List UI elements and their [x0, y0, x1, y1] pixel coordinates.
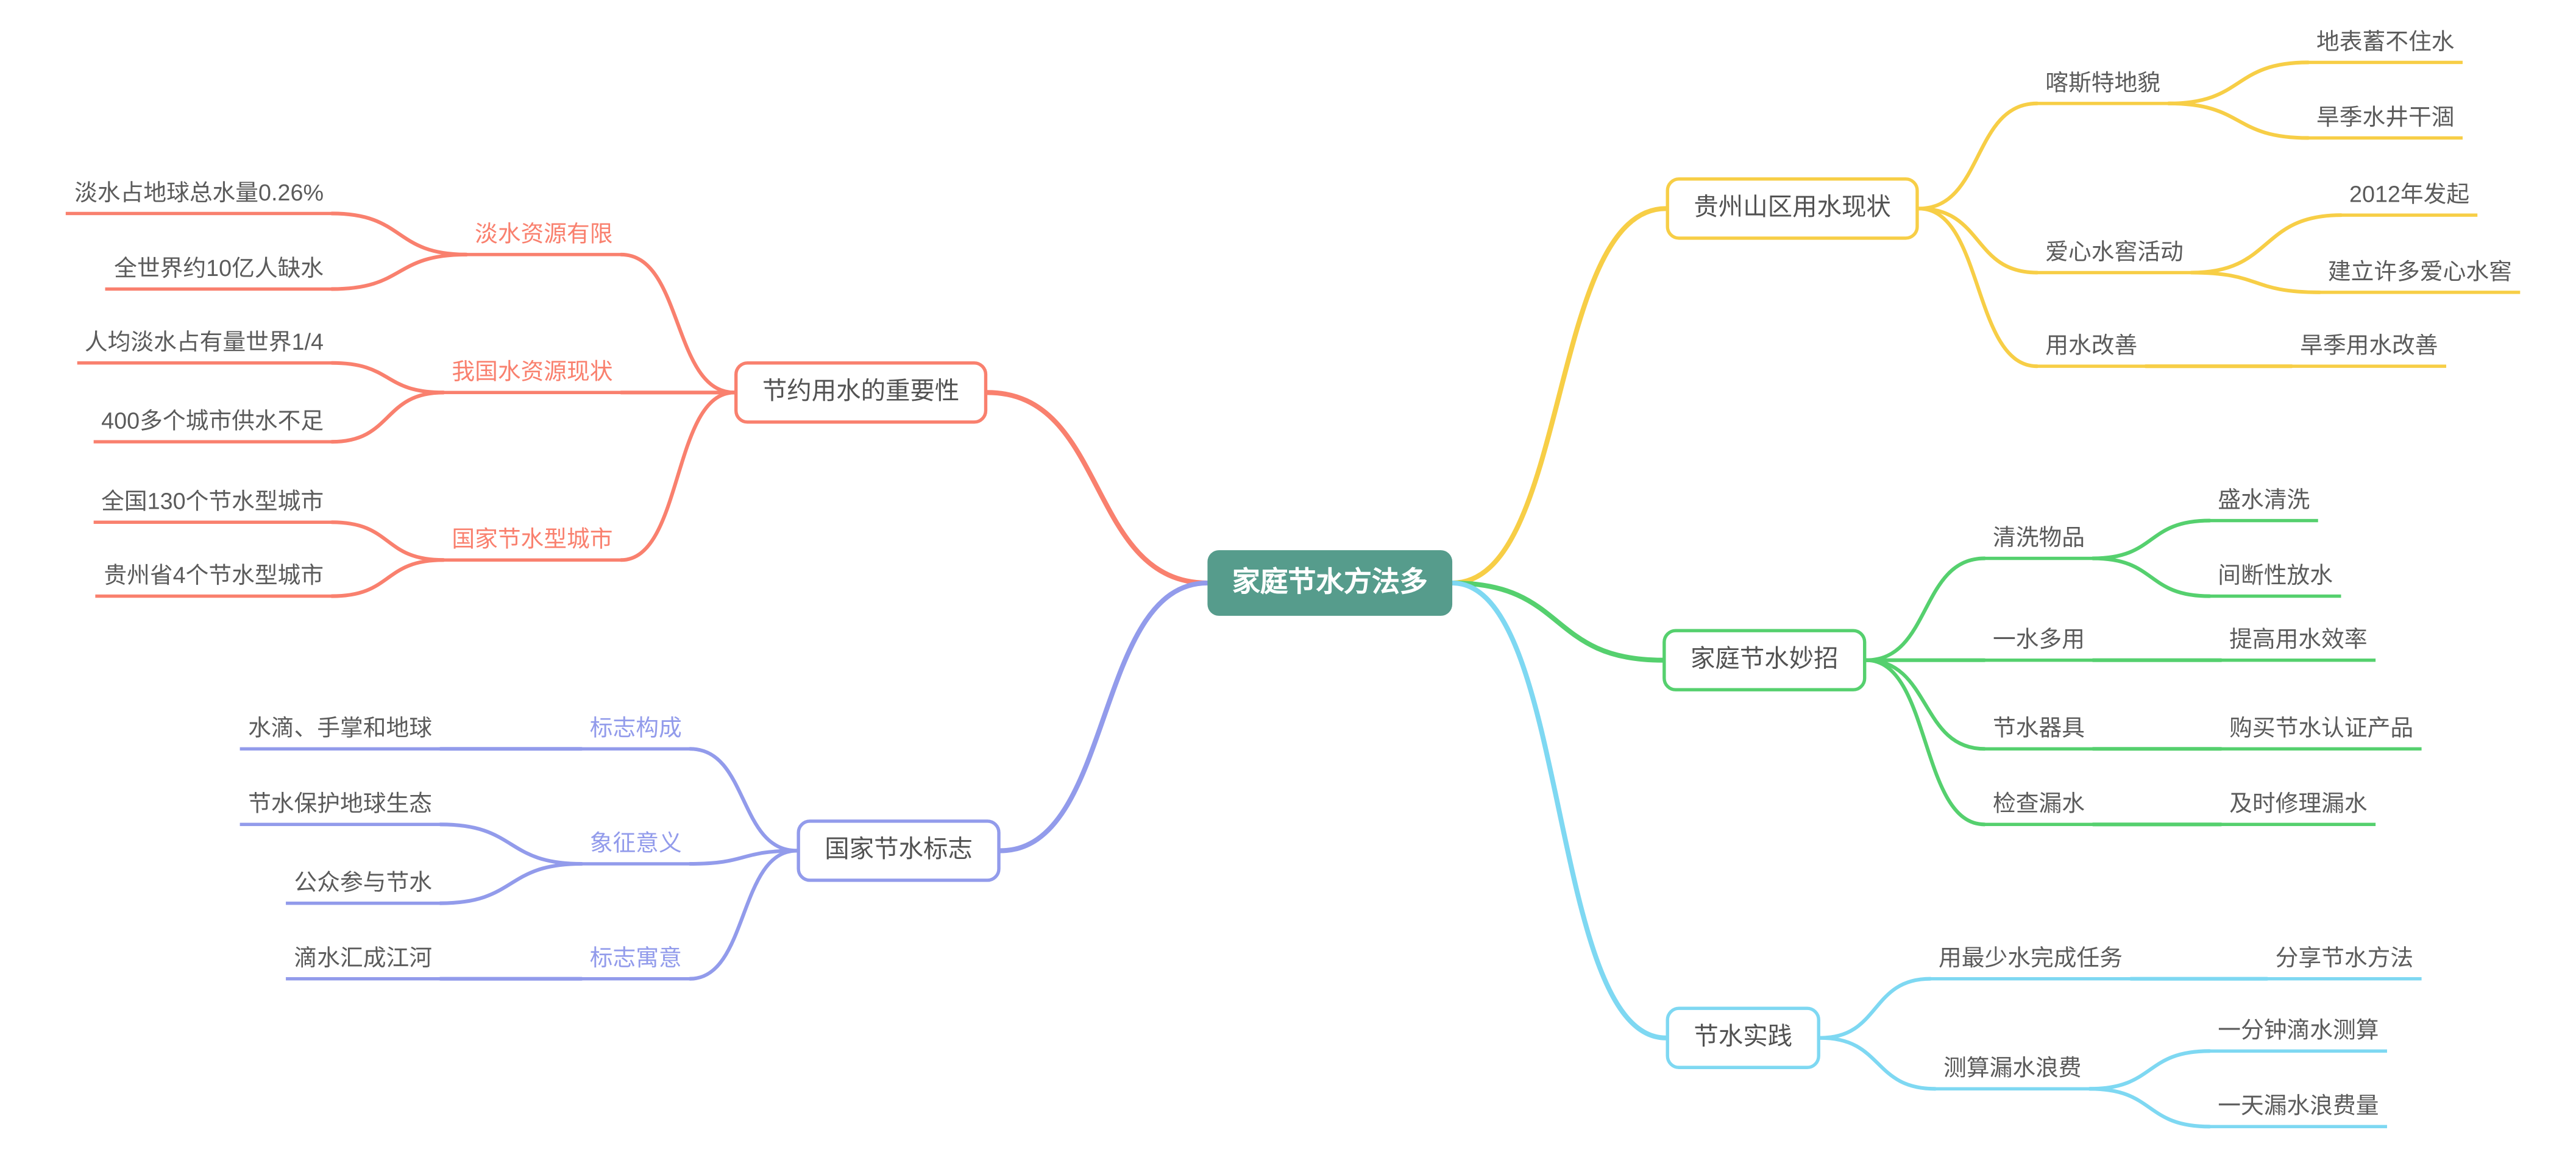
leaf-topic[interactable]: 水滴、手掌和地球: [240, 711, 441, 751]
subtopic[interactable]: 喀斯特地貌: [2037, 66, 2169, 105]
leaf-topic[interactable]: 一分钟滴水测算: [2209, 1013, 2387, 1053]
leaf-topic[interactable]: 旱季用水改善: [2291, 328, 2447, 368]
subtopic[interactable]: 检查漏水: [1984, 786, 2093, 826]
subtopic[interactable]: 清洗物品: [1984, 521, 2093, 560]
leaf-topic[interactable]: 旱季水井干涸: [2308, 100, 2463, 140]
branch-water-saving-practice[interactable]: 节水实践: [1666, 1006, 1820, 1069]
subtopic[interactable]: 国家节水型城市: [443, 522, 622, 562]
leaf-topic[interactable]: 间断性放水: [2209, 559, 2341, 598]
leaf-topic[interactable]: 盛水清洗: [2209, 483, 2318, 523]
branch-national-water-saving-logo[interactable]: 国家节水标志: [797, 819, 1001, 882]
leaf-topic[interactable]: 提高用水效率: [2221, 623, 2376, 662]
leaf-topic[interactable]: 淡水占地球总水量0.26%: [66, 175, 332, 216]
leaf-topic[interactable]: 分享节水方法: [2267, 941, 2422, 981]
leaf-topic[interactable]: 一天漏水浪费量: [2209, 1089, 2387, 1129]
subtopic[interactable]: 象征意义: [581, 826, 690, 866]
subtopic[interactable]: 用水改善: [2037, 328, 2146, 368]
subtopic[interactable]: 爱心水窖活动: [2037, 235, 2192, 275]
subtopic[interactable]: 标志寓意: [581, 941, 690, 981]
central-topic[interactable]: 家庭节水方法多: [1207, 550, 1453, 616]
subtopic[interactable]: 我国水资源现状: [443, 355, 622, 394]
branch-importance-of-saving-water[interactable]: 节约用水的重要性: [734, 361, 988, 424]
subtopic[interactable]: 用最少水完成任务: [1930, 941, 2131, 981]
subtopic[interactable]: 淡水资源有限: [466, 217, 622, 256]
leaf-topic[interactable]: 节水保护地球生态: [240, 786, 441, 826]
subtopic[interactable]: 一水多用: [1984, 623, 2093, 662]
subtopic[interactable]: 测算漏水浪费: [1935, 1051, 2090, 1090]
leaf-topic[interactable]: 公众参与节水: [286, 866, 441, 905]
leaf-topic[interactable]: 地表蓄不住水: [2308, 24, 2463, 65]
leaf-topic[interactable]: 全国130个节水型城市: [93, 484, 332, 524]
leaf-topic[interactable]: 及时修理漏水: [2221, 786, 2376, 826]
leaf-topic[interactable]: 贵州省4个节水型城市: [95, 559, 332, 598]
leaf-topic[interactable]: 滴水汇成江河: [286, 941, 441, 981]
leaf-topic[interactable]: 建立许多爱心水窖: [2319, 255, 2521, 294]
leaf-topic[interactable]: 购买节水认证产品: [2221, 711, 2422, 751]
subtopic[interactable]: 节水器具: [1984, 711, 2093, 751]
branch-guizhou-mountain-water-status[interactable]: 贵州山区用水现状: [1666, 177, 1919, 240]
subtopic[interactable]: 标志构成: [581, 711, 690, 751]
leaf-topic[interactable]: 全世界约10亿人缺水: [105, 251, 332, 291]
leaf-topic[interactable]: 人均淡水占有量世界1/4: [76, 325, 332, 365]
leaf-topic[interactable]: 400多个城市供水不足: [93, 404, 332, 443]
leaf-topic[interactable]: 2012年发起: [2341, 177, 2478, 217]
branch-household-water-saving-tips[interactable]: 家庭节水妙招: [1662, 629, 1867, 691]
